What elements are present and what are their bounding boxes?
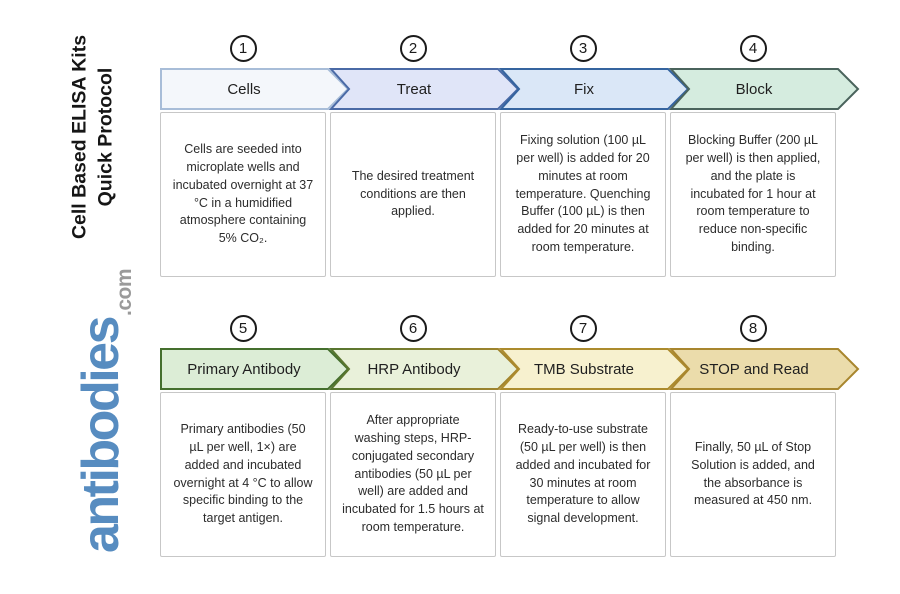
protocol-diagram: 1 Cells Cells are seeded into microplate…	[160, 35, 860, 557]
arrow-shape-icon	[668, 68, 860, 110]
arrow-label: Fix	[574, 80, 594, 98]
step-description-box: After appropriate washing steps, HRP-con…	[330, 392, 496, 557]
step-description-text: The desired treatment conditions are the…	[351, 168, 475, 219]
arrow-label: HRP Antibody	[367, 360, 461, 378]
step-column-6: 6 HRP Antibody After appropriate washing…	[328, 315, 520, 557]
step-number-badge: 8	[739, 315, 767, 342]
step-arrow-cells: Cells	[160, 68, 350, 110]
step-description-box: Ready-to-use substrate (50 µL per well) …	[500, 392, 666, 557]
poster-title: Cell Based ELISA Kits Quick Protocol	[67, 35, 118, 239]
arrow-label: Treat	[396, 80, 432, 98]
arrow-label: TMB Substrate	[533, 360, 635, 378]
step-description-box: The desired treatment conditions are the…	[330, 112, 496, 277]
arrow-label: Primary Antibody	[187, 360, 301, 378]
step-column-2: 2 Treat The desired treatment conditions…	[328, 35, 520, 277]
step-column-8: 8 STOP and Read Finally, 50 µL of Stop S…	[668, 315, 860, 557]
step-description-box: Blocking Buffer (200 µL per well) is the…	[670, 112, 836, 277]
arrow-shape-icon	[328, 68, 520, 110]
arrow-label: STOP and Read	[699, 360, 809, 378]
step-number-badge: 3	[569, 35, 597, 62]
step-column-7: 7 TMB Substrate Ready-to-use substrate (…	[498, 315, 690, 557]
step-column-4: 4 Block Blocking Buffer (200 µL per well…	[668, 35, 860, 277]
step-description-box: Cells are seeded into microplate wells a…	[160, 112, 326, 277]
step-description-text: Primary antibodies (50 µL per well, 1×) …	[173, 422, 313, 525]
step-arrow-block: Block	[668, 68, 860, 110]
arrow-shape-icon	[498, 68, 690, 110]
arrow-label: Block	[735, 80, 773, 98]
step-arrow-tmb-substrate: TMB Substrate	[498, 348, 690, 390]
step-arrow-fix: Fix	[498, 68, 690, 110]
step-description-box: Fixing solution (100 µL per well) is add…	[500, 112, 666, 277]
step-number-badge: 5	[229, 315, 257, 342]
step-description-box: Primary antibodies (50 µL per well, 1×) …	[160, 392, 326, 557]
step-arrow-treat: Treat	[328, 68, 520, 110]
protocol-row-1: 1 Cells Cells are seeded into microplate…	[160, 35, 860, 277]
logo-brand-text: antibodies	[72, 317, 130, 554]
arrow-shape-icon	[160, 348, 350, 390]
step-description-text: After appropriate washing steps, HRP-con…	[342, 413, 484, 534]
protocol-row-2: 5 Primary Antibody Primary antibodies (5…	[160, 315, 860, 557]
step-column-1: 1 Cells Cells are seeded into microplate…	[160, 35, 350, 277]
arrow-shape-icon	[160, 68, 350, 110]
step-number-badge: 6	[399, 315, 427, 342]
antibodies-logo: antibodies.com	[71, 269, 136, 554]
step-description-text: Blocking Buffer (200 µL per well) is the…	[685, 133, 821, 254]
step-description-text: Finally, 50 µL of Stop Solution is added…	[691, 440, 815, 508]
step-description-text: Fixing solution (100 µL per well) is add…	[515, 133, 651, 254]
step-column-3: 3 Fix Fixing solution (100 µL per well) …	[498, 35, 690, 277]
step-description-text: Cells are seeded into microplate wells a…	[172, 142, 314, 245]
step-number-badge: 2	[399, 35, 427, 62]
arrow-shape-icon	[328, 348, 520, 390]
step-arrow-primary-antibody: Primary Antibody	[160, 348, 350, 390]
step-description-text: Ready-to-use substrate (50 µL per well) …	[515, 422, 651, 525]
step-description-box: Finally, 50 µL of Stop Solution is added…	[670, 392, 836, 557]
poster-title-line1: Cell Based ELISA Kits	[68, 34, 91, 240]
arrow-shape-icon	[668, 348, 860, 390]
step-number-badge: 7	[569, 315, 597, 342]
arrow-label: Cells	[227, 80, 261, 98]
step-number-badge: 1	[229, 35, 257, 62]
logo-tld-text: .com	[113, 268, 136, 316]
step-arrow-hrp-antibody: HRP Antibody	[328, 348, 520, 390]
step-column-5: 5 Primary Antibody Primary antibodies (5…	[160, 315, 350, 557]
step-arrow-stop-and-read: STOP and Read	[668, 348, 860, 390]
step-number-badge: 4	[739, 35, 767, 62]
arrow-shape-icon	[498, 348, 690, 390]
poster-title-line2: Quick Protocol	[94, 67, 116, 207]
